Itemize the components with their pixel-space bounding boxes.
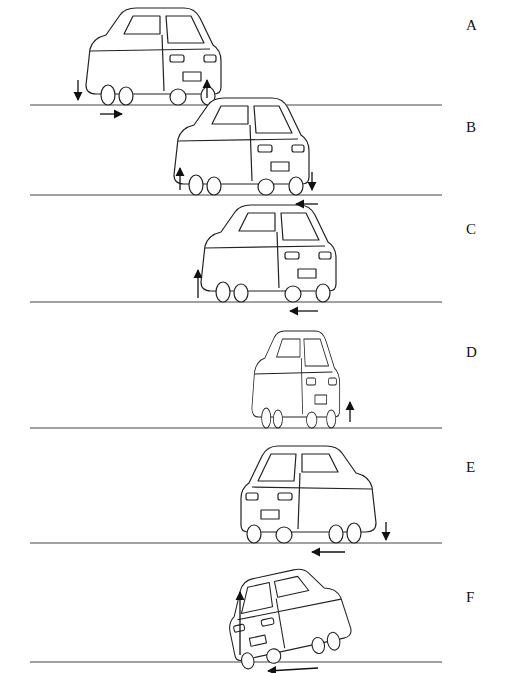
panel-letter: E (466, 460, 475, 475)
panel-letter: A (466, 18, 477, 33)
panel-letter: C (466, 222, 476, 237)
panel-letter: F (466, 590, 474, 605)
panel-letter: B (466, 120, 476, 135)
panel-letter: D (466, 345, 477, 360)
